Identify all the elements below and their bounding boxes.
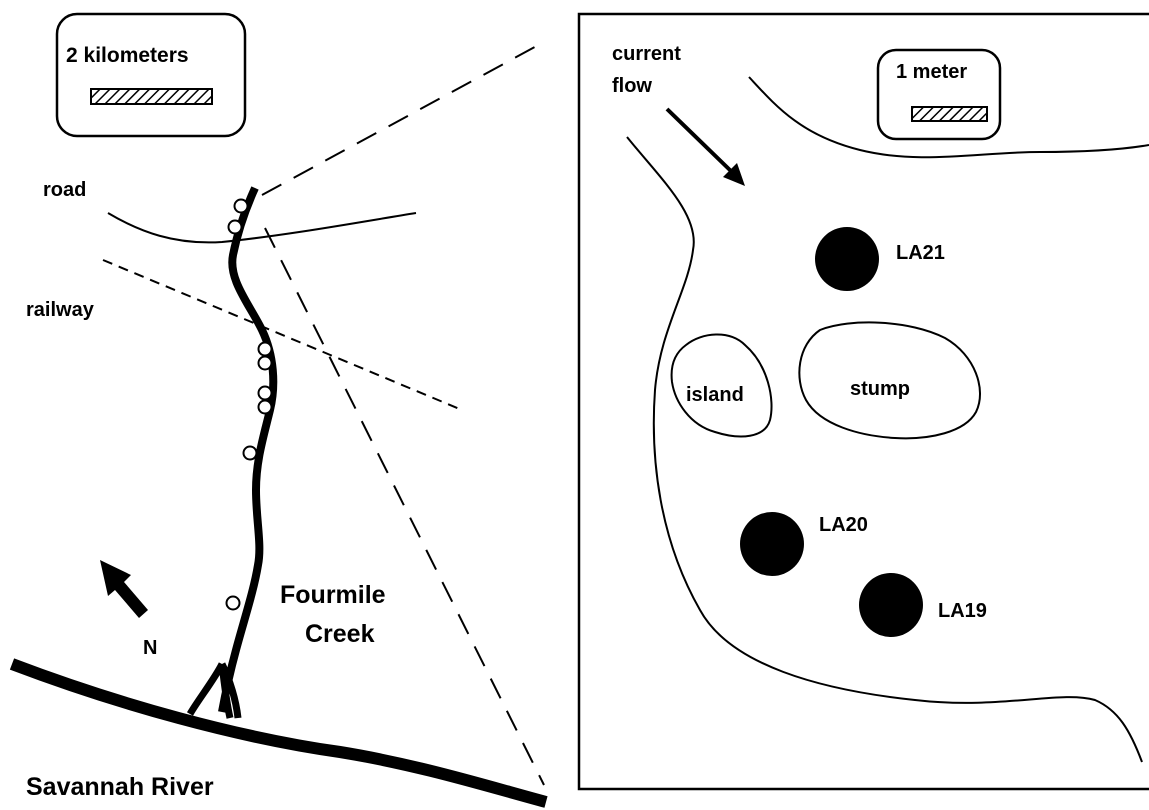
fourmile-creek (218, 186, 278, 713)
creek-mouth (186, 662, 242, 719)
lower-bank (626, 136, 1143, 763)
creek-sample-sites (225, 198, 273, 611)
sample-site-marker (257, 341, 273, 357)
right-scale-label: 1 meter (896, 61, 967, 83)
sample-site-marker (257, 385, 273, 401)
stump-label: stump (850, 378, 910, 400)
arrow-head-icon (723, 163, 745, 186)
current-flow-arrow (665, 107, 745, 186)
site-label: LA21 (896, 242, 945, 264)
north-arrow-icon (100, 560, 148, 618)
zoom-connector-bottom (264, 227, 545, 786)
site-la21: LA21 (815, 227, 945, 291)
upper-bank (748, 76, 1149, 159)
savannah-river (9, 658, 548, 808)
road-label: road (43, 179, 86, 201)
sample-site-marker (257, 355, 273, 371)
road-line (107, 212, 417, 244)
site-marker (815, 227, 879, 291)
zoom-connector-top (261, 41, 545, 196)
left-scale-box: 2 kilometers (55, 12, 247, 138)
creek-label-line1: Fourmile (280, 581, 386, 609)
site-label: LA20 (819, 514, 868, 536)
island-outline (670, 333, 773, 438)
railway-line (102, 259, 463, 411)
left-map: 2 kilometers road railway Savannah River… (9, 12, 548, 808)
railway-label: railway (26, 299, 95, 321)
sample-site-marker (225, 595, 241, 611)
site-marker (740, 512, 804, 576)
current-label-line1: current (612, 43, 681, 65)
right-scale-bar (911, 106, 988, 122)
creek-label-line2: Creek (305, 620, 375, 648)
sample-site-marker (233, 198, 249, 214)
river-label: Savannah River (26, 773, 214, 801)
north-label: N (143, 637, 157, 659)
current-label-line2: flow (612, 75, 652, 97)
site-label: LA19 (938, 600, 987, 622)
stump-outline (798, 321, 981, 440)
left-scale-label: 2 kilometers (66, 44, 189, 67)
right-map-frame (577, 12, 1149, 791)
right-map: current flow 1 meter island stump LA21 L… (577, 12, 1149, 791)
sample-site-marker (227, 219, 243, 235)
site-la20: LA20 (740, 512, 868, 576)
site-la19: LA19 (859, 573, 987, 637)
sample-site-marker (257, 399, 273, 415)
left-scale-bar (90, 88, 213, 105)
island-label: island (686, 384, 744, 406)
right-scale-box: 1 meter (876, 48, 1002, 141)
site-marker (859, 573, 923, 637)
north-arrow: N (100, 560, 157, 659)
sample-site-marker (242, 445, 258, 461)
